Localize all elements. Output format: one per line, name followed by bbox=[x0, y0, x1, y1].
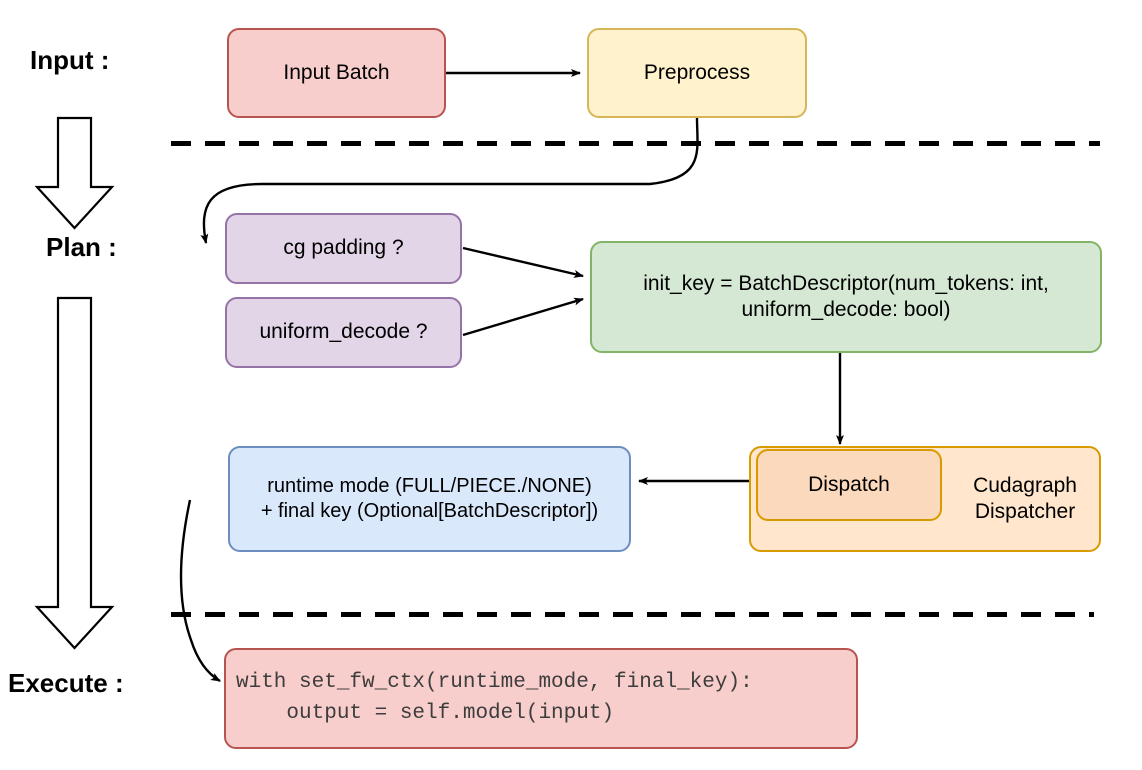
node-uniform-decode-label: uniform_decode ? bbox=[259, 320, 428, 344]
node-preprocess[interactable]: Preprocess bbox=[587, 28, 807, 118]
node-input-batch[interactable]: Input Batch bbox=[227, 28, 446, 118]
input-to-plan-block-arrow bbox=[34, 116, 115, 230]
node-runtime-mode-label: runtime mode (FULL/PIECE./NONE) + final … bbox=[260, 475, 599, 522]
node-cg-padding[interactable]: cg padding ? bbox=[225, 213, 462, 284]
node-cg-padding-label: cg padding ? bbox=[283, 236, 404, 260]
node-init-key-label: init_key = BatchDescriptor(num_tokens: i… bbox=[643, 271, 1049, 321]
node-runtime-mode[interactable]: runtime mode (FULL/PIECE./NONE) + final … bbox=[228, 446, 631, 552]
plan-to-execute-block-arrow bbox=[34, 296, 115, 650]
node-preprocess-label: Preprocess bbox=[643, 60, 751, 84]
node-execute-code-label: with set_fw_ctx(runtime_mode, final_key)… bbox=[236, 671, 753, 725]
node-init-key[interactable]: init_key = BatchDescriptor(num_tokens: i… bbox=[590, 241, 1102, 353]
node-execute-code[interactable]: with set_fw_ctx(runtime_mode, final_key)… bbox=[224, 648, 858, 749]
node-input-batch-label: Input Batch bbox=[283, 60, 390, 84]
stage-label-plan: Plan : bbox=[46, 232, 117, 262]
arrow-runtime-mode-to-execute-code bbox=[179, 499, 221, 683]
node-uniform-decode[interactable]: uniform_decode ? bbox=[225, 297, 462, 368]
arrow-cg-padding-to-init-key bbox=[462, 246, 584, 278]
node-dispatch-label: Dispatch bbox=[808, 472, 890, 496]
arrow-uniform-decode-to-init-key bbox=[462, 297, 584, 337]
stage-label-input: Input : bbox=[30, 45, 110, 75]
node-cudagraph-dispatcher-label: Cudagraph Dispatcher bbox=[973, 473, 1077, 523]
stage-label-execute: Execute : bbox=[8, 668, 124, 698]
node-dispatch[interactable]: Dispatch bbox=[756, 449, 942, 521]
